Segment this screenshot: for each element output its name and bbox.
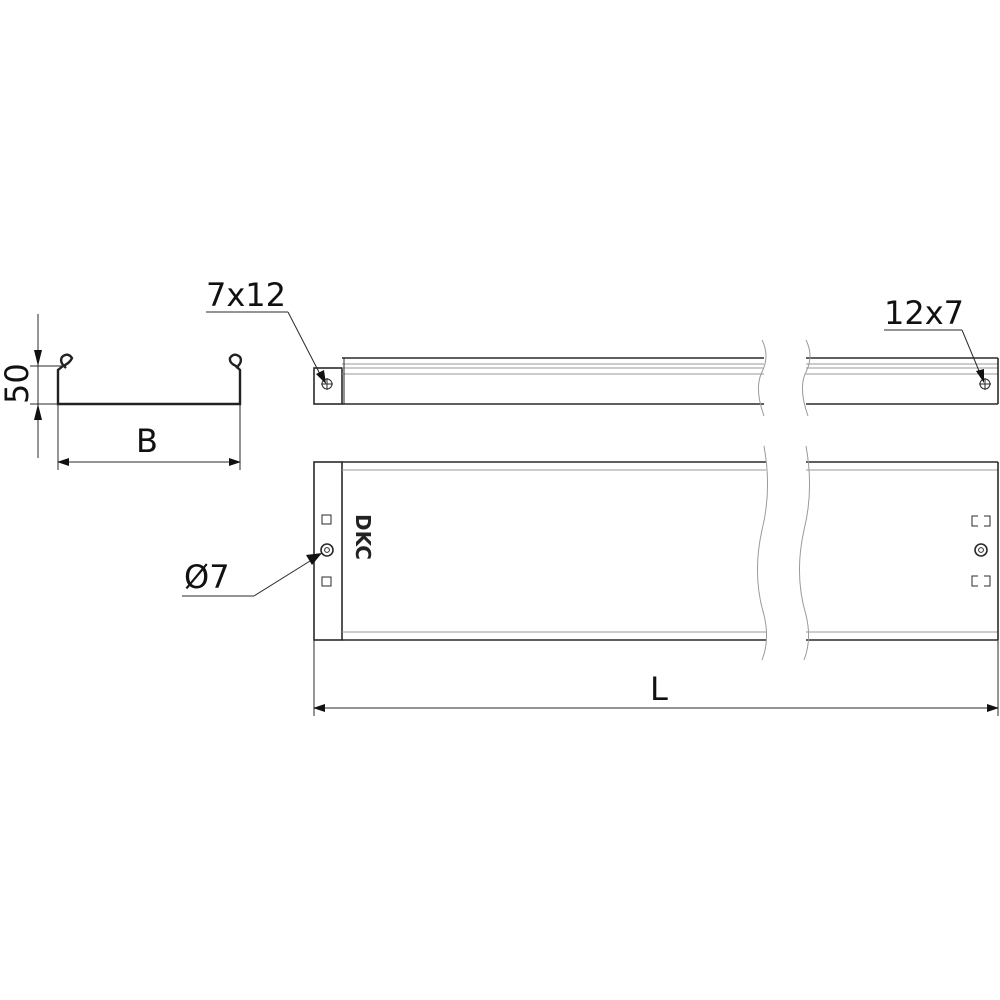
height-arrow-bottom <box>34 404 42 420</box>
top-break-right <box>799 445 811 661</box>
top-hole-square-upper <box>321 514 332 525</box>
side-break-right <box>802 339 811 417</box>
slot-right-label: 12x7 <box>884 294 964 332</box>
side-coupler-plate <box>313 367 343 405</box>
top-view: DKC Ø7 <box>182 445 999 716</box>
round-hole-icon <box>320 543 334 557</box>
width-label: B <box>136 422 158 460</box>
slot-right-icon <box>979 378 991 390</box>
slot-left-label: 7x12 <box>206 276 286 314</box>
side-break-left <box>758 339 767 417</box>
dkc-logo-icon: DKC <box>351 514 375 560</box>
side-view: 7x12 12x7 <box>206 276 999 417</box>
height-label: 50 <box>0 363 36 404</box>
hole-label: Ø7 <box>184 558 230 596</box>
height-arrow-top <box>34 350 42 366</box>
length-label: L <box>650 670 668 708</box>
dkc-logo-text: DKC <box>351 514 375 560</box>
top-break-left <box>757 445 769 661</box>
top-hole-square-lower <box>321 576 332 587</box>
cross-section-view: 50 B <box>0 314 243 470</box>
top-coupler-plate <box>313 461 343 641</box>
right-round-hole-icon <box>974 543 988 557</box>
slot-left-icon <box>321 378 333 390</box>
u-channel-profile <box>56 353 243 406</box>
right-slot-upper-icon <box>971 515 991 527</box>
right-slot-lower-icon <box>971 575 991 587</box>
